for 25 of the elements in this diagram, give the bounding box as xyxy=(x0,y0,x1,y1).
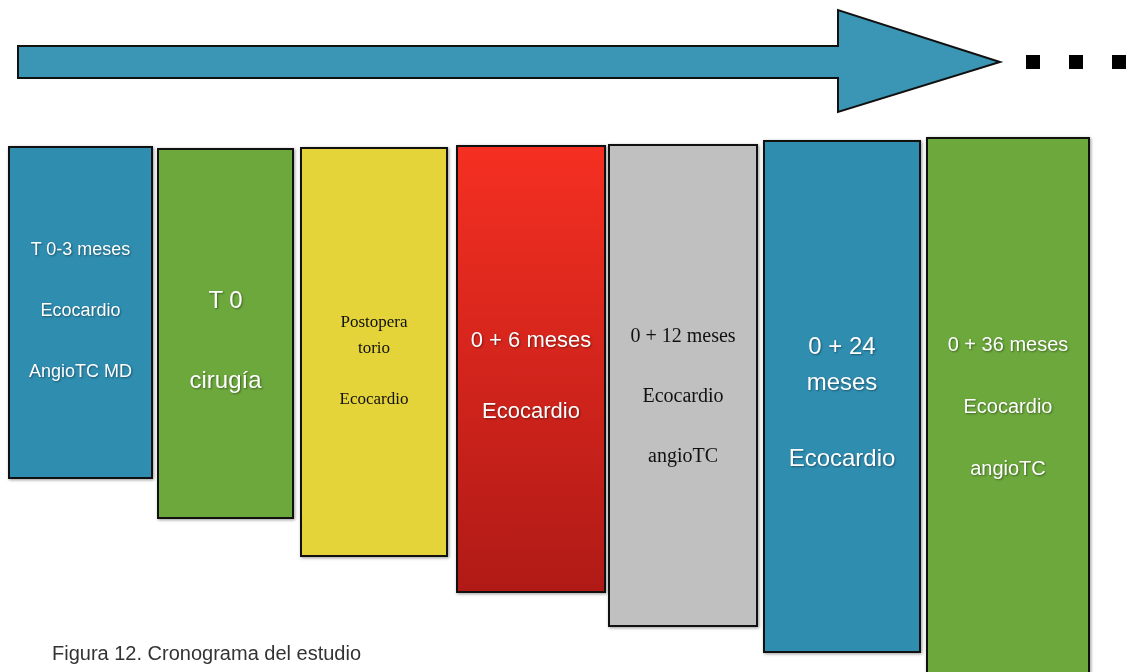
exam-label: Ecocardio xyxy=(963,394,1053,419)
period-label: 0 + 24 meses xyxy=(805,331,879,397)
exam-label: Ecocardio xyxy=(339,388,409,410)
exam-label: Ecocardio xyxy=(642,383,724,408)
exam-label: angioTC xyxy=(648,443,718,469)
period-label: Postopera torio xyxy=(339,311,409,359)
figure-caption: Figura 12. Cronograma del estudio xyxy=(52,642,362,665)
exam-label: Ecocardio xyxy=(788,443,896,473)
exam-label: AngioTC MD xyxy=(29,360,132,383)
period-label: 0 + 36 meses xyxy=(947,332,1069,357)
period-label: 0 + 6 meses xyxy=(470,326,592,354)
timeline-step-box xyxy=(300,147,448,557)
period-label: T 0 xyxy=(208,285,243,315)
timeline-step-box xyxy=(157,148,294,519)
timeline-step-box xyxy=(8,146,153,479)
period-label: 0 + 12 meses xyxy=(630,323,736,348)
timeline-step-box xyxy=(763,140,921,653)
period-label: T 0-3 meses xyxy=(30,238,131,261)
timeline-step-box xyxy=(456,145,606,593)
timeline-step-box xyxy=(926,137,1090,672)
timeline-step-box xyxy=(608,144,758,627)
exam-label: Ecocardio xyxy=(482,397,580,425)
exam-label: Ecocardio xyxy=(40,299,121,322)
exam-label: cirugía xyxy=(189,365,262,395)
exam-label: angioTC xyxy=(970,456,1046,481)
